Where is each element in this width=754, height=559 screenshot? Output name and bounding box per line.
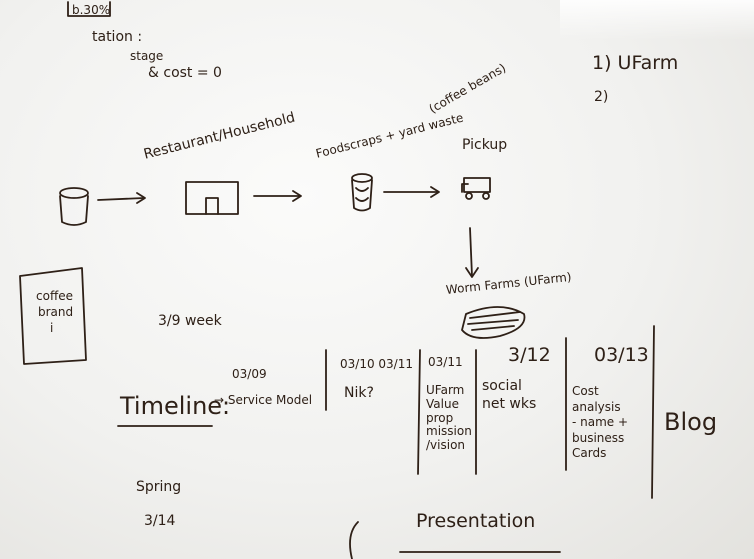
coffee-box-line-2: brand [38,305,74,319]
list-item-2: 2) [594,89,609,105]
coffee-brand-box [19,267,87,365]
corner-box-text: b.30% [72,3,111,17]
spring-label: Spring [136,479,182,495]
entry-date-5: 03/13 [594,344,649,366]
entry-text-5: Cost analysis - name + business Cards [572,384,629,461]
entry-date-4: 3/12 [508,344,551,366]
entry-text-2: Nik? [344,385,374,401]
note-line-1: tation : [92,29,143,45]
spring-date: 3/14 [144,513,176,529]
coffee-cup-rim-icon [59,187,89,199]
restaurant-door-icon [205,197,219,215]
bin-contents-icon [355,187,369,202]
coffee-cup-icon [59,195,89,226]
coffee-box-line-3: i [50,321,54,335]
arrow-1-head [136,192,146,204]
entry-date-2: 03/10 03/11 [340,357,413,371]
pickup-label: Pickup [462,137,508,153]
light-glare [560,0,754,40]
entry-text-4: social net wks [482,378,537,412]
truck-body-icon [463,177,491,193]
presentation-brace [349,521,359,559]
bin-lid-icon [351,173,373,183]
entry-date-1: 03/09 [232,367,267,381]
list-item-1: 1) UFarm [592,52,679,74]
coffee-box-line-1: coffee [36,289,73,303]
presentation-label: Presentation [416,510,536,532]
truck-cab-icon [461,183,469,193]
arrow-4 [469,227,473,277]
note-line-2: stage [130,49,164,63]
restaurant-box-icon [185,181,239,215]
timeline-divider-5 [651,325,655,499]
timeline-divider-2 [417,349,421,475]
worm-farm-lines-icon [467,311,521,331]
arrow-1 [97,197,145,201]
arrow-4-head [465,267,479,278]
arrow-3-head [430,186,440,198]
arrow-2-head [292,190,302,202]
food-bin-icon [351,179,373,212]
note-line-3: & cost = 0 [148,65,222,81]
truck-wheel-icon [465,192,473,200]
entry-text-3: UFarm Value prop mission /vision [426,383,472,453]
blog-label: Blog [664,408,718,436]
worm-farm-icon [461,306,526,339]
timeline-title: Timeline: [120,392,231,420]
corner-box-outline [67,1,111,17]
week-label: 3/9 week [158,313,222,329]
truck-wheel-icon [482,192,490,200]
entry-date-3: 03/11 [428,355,463,369]
entry-text-1: → Service Model [214,393,313,407]
